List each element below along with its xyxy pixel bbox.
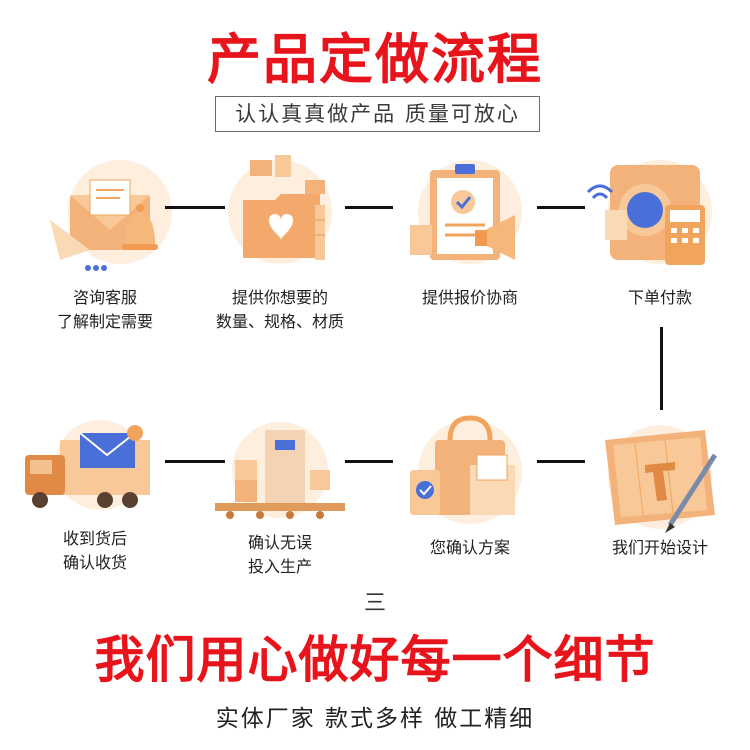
connector-line [165,460,225,463]
subtitle-frame: 认认真真做产品 质量可放心 [215,96,540,132]
step-label: 下单付款 [627,288,692,307]
page-title: 产品定做流程 [207,28,543,91]
conveyor-factory-icon [215,422,345,519]
connector-line [345,206,393,209]
step-label: 您确认方案 [429,538,510,557]
mail-bell-icon [50,160,172,271]
step-label: 我们开始设计 [611,538,708,557]
separator-mark: 三 [363,591,386,616]
slogan-title: 我们用心做好每一个细节 [94,631,656,689]
step-label: 收到货后确认收货 [62,529,127,572]
folder-files-icon [228,155,332,264]
connector-line [537,460,585,463]
step-label: 确认无误投入生产 [247,533,312,576]
page-subtitle: 认认真真做产品 质量可放心 [235,102,520,126]
step-label: 提供你想要的数量、规格、材质 [215,288,344,331]
delivery-truck-icon [25,420,150,510]
connector-line [345,460,393,463]
connector-line [660,327,663,410]
connector-line [165,206,225,209]
blueprint-pen-icon [605,425,718,533]
slogan-subtitle: 实体厂家 款式多样 做工精细 [215,706,535,732]
clipboard-megaphone-icon [410,160,522,264]
shopping-bag-check-icon [410,415,522,524]
step-label: 提供报价协商 [421,288,518,307]
payment-terminal-icon [586,160,712,265]
connector-line [537,206,585,209]
step-label: 咨询客服了解制定需要 [56,288,153,331]
